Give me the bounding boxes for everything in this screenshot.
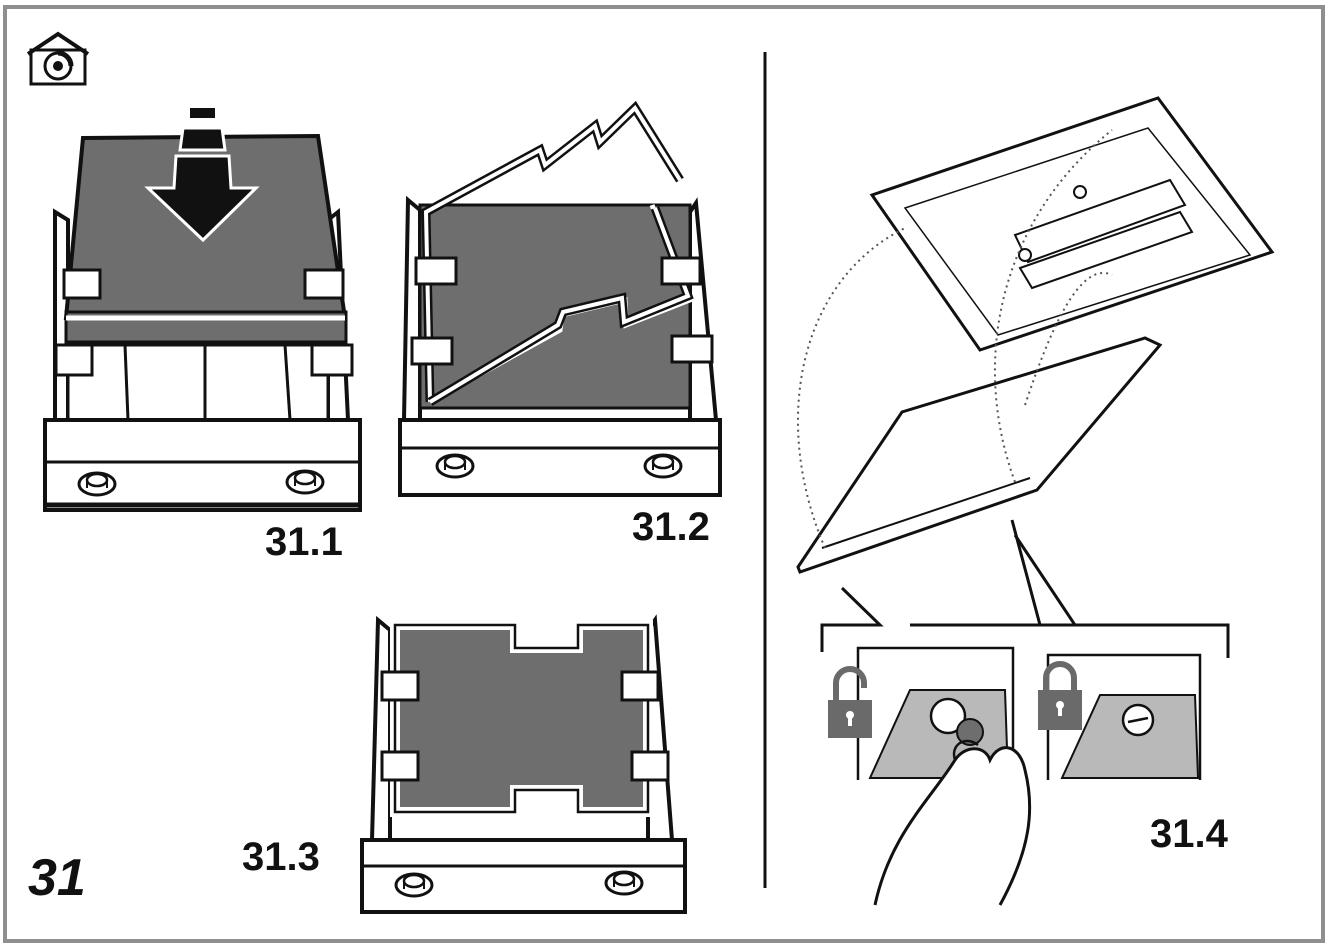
unlock-detail xyxy=(856,646,1032,906)
step-4-illustration xyxy=(796,96,1275,906)
step-3-label: 31.3 xyxy=(242,835,320,879)
step-2-label: 31.2 xyxy=(632,505,710,549)
figure-number: 31 xyxy=(28,849,86,907)
step-1-illustration xyxy=(43,108,362,512)
step-2-illustration xyxy=(398,100,722,497)
step-3-illustration xyxy=(360,614,687,914)
padlock-closed-icon xyxy=(1038,661,1082,730)
padlock-open-icon xyxy=(828,666,872,738)
step-1-label: 31.1 xyxy=(265,520,343,564)
house-icon xyxy=(26,31,90,86)
step-4-label: 31.4 xyxy=(1150,812,1228,856)
